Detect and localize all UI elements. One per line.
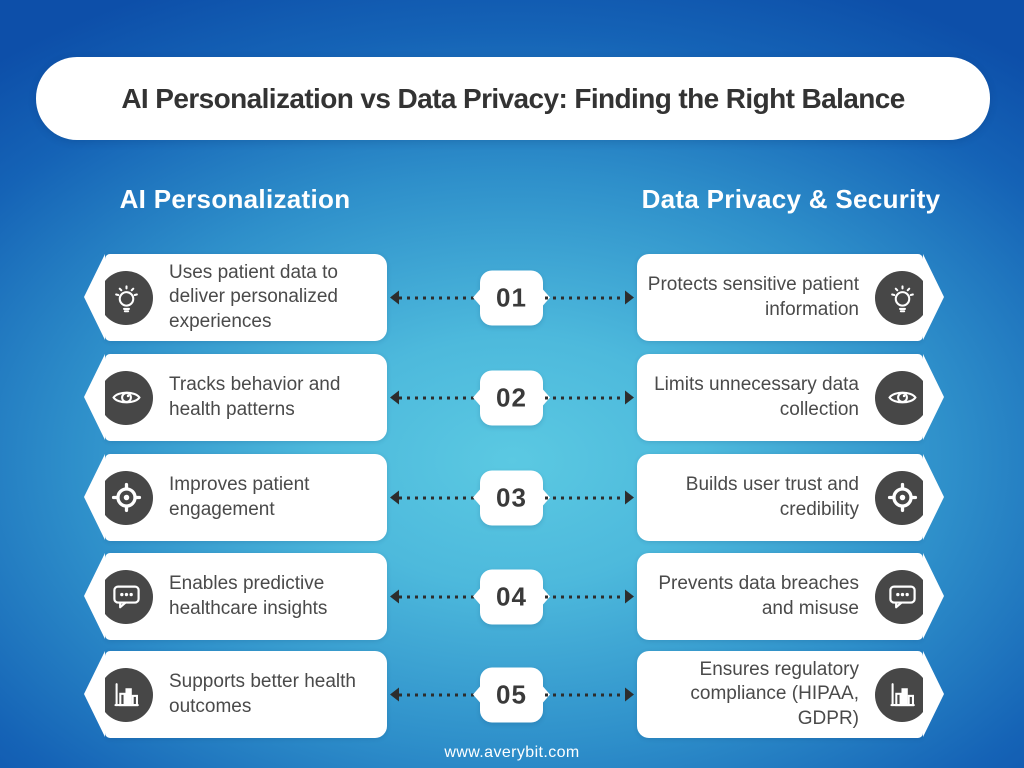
page-title: AI Personalization vs Data Privacy: Find… [121, 82, 905, 114]
bar-chart-icon [99, 667, 153, 722]
left-card: Improves patient engagement [84, 454, 387, 541]
chat-icon [875, 569, 929, 624]
left-card: Tracks behavior and health patterns [84, 354, 387, 441]
dotted-arrow-left [399, 396, 479, 399]
step-number: 04 [496, 581, 527, 611]
dotted-arrow-left [399, 595, 479, 598]
step-number: 01 [496, 282, 527, 312]
dotted-arrow-right [545, 396, 625, 399]
right-card: Builds user trust and credibility [637, 454, 944, 541]
step-badge: 03 [480, 470, 543, 525]
step-badge: 05 [480, 667, 543, 722]
step-number: 02 [496, 382, 527, 412]
step-badge: 02 [480, 370, 543, 425]
eye-icon [875, 370, 929, 425]
left-card-text: Enables predictive healthcare insights [169, 573, 328, 619]
step-badge: 01 [480, 270, 543, 325]
left-card-text: Tracks behavior and health patterns [169, 374, 341, 420]
eye-icon [99, 370, 153, 425]
left-card: Supports better health outcomes [84, 651, 387, 738]
step-badge: 04 [480, 569, 543, 624]
step-number: 03 [496, 482, 527, 512]
right-card-text: Prevents data breaches and misuse [658, 573, 859, 619]
right-card-text: Limits unnecessary data collection [654, 374, 859, 420]
right-column-header: Data Privacy & Security [641, 184, 941, 214]
target-icon [99, 470, 153, 525]
dotted-arrow-left [399, 693, 479, 696]
left-card: Enables predictive healthcare insights [84, 553, 387, 640]
right-card: Limits unnecessary data collection [637, 354, 944, 441]
right-card-text: Ensures regulatory compliance (HIPAA, GD… [690, 659, 859, 729]
right-card-text: Builds user trust and credibility [685, 474, 859, 520]
comparison-row-5: Supports better health outcomes 05 Ensur… [0, 651, 1024, 738]
lightbulb-icon [99, 270, 153, 325]
website-url: www.averybit.com [444, 744, 580, 761]
comparison-row-4: Enables predictive healthcare insights 0… [0, 553, 1024, 640]
dotted-arrow-right [545, 296, 625, 299]
dotted-arrow-right [545, 693, 625, 696]
left-column-header: AI Personalization [119, 184, 351, 214]
dotted-arrow-right [545, 595, 625, 598]
left-card: Uses patient data to deliver personalize… [84, 254, 387, 341]
left-card-text: Uses patient data to deliver personalize… [169, 262, 338, 332]
right-card-text: Protects sensitive patient information [647, 274, 859, 320]
left-card-text: Supports better health outcomes [169, 671, 356, 717]
title-banner: AI Personalization vs Data Privacy: Find… [36, 57, 990, 140]
step-number: 05 [496, 679, 527, 709]
comparison-row-1: Uses patient data to deliver personalize… [0, 254, 1024, 341]
right-card: Protects sensitive patient information [637, 254, 944, 341]
right-card: Prevents data breaches and misuse [637, 553, 944, 640]
dotted-arrow-left [399, 496, 479, 499]
target-icon [875, 470, 929, 525]
comparison-row-2: Tracks behavior and health patterns 02 L… [0, 354, 1024, 441]
right-card: Ensures regulatory compliance (HIPAA, GD… [637, 651, 944, 738]
chat-icon [99, 569, 153, 624]
dotted-arrow-right [545, 496, 625, 499]
lightbulb-icon [875, 270, 929, 325]
comparison-row-3: Improves patient engagement 03 Builds us… [0, 454, 1024, 541]
bar-chart-icon [875, 667, 929, 722]
left-card-text: Improves patient engagement [169, 474, 310, 520]
dotted-arrow-left [399, 296, 479, 299]
